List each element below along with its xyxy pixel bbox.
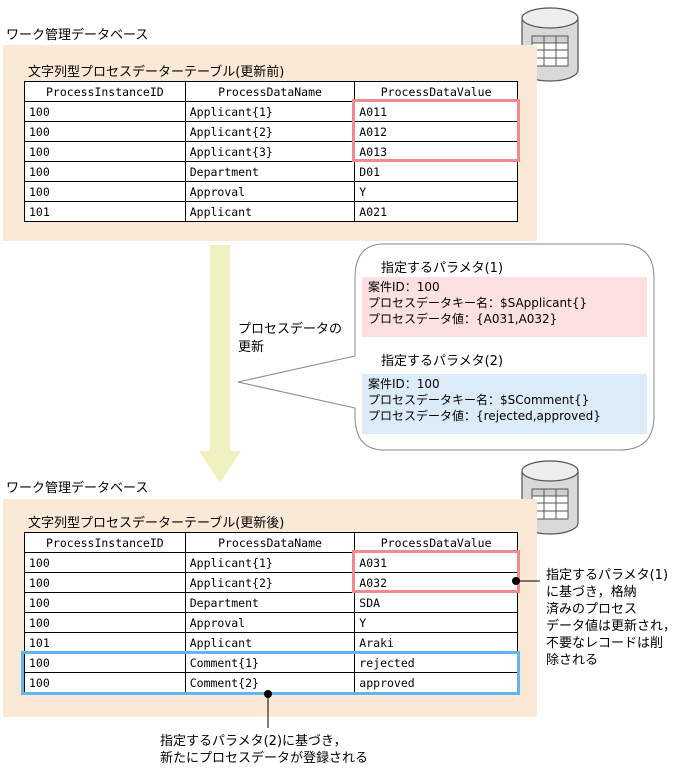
table-cell: 100 xyxy=(24,161,186,182)
updated-values-highlight xyxy=(352,550,520,593)
column-header: ProcessDataName xyxy=(184,81,356,102)
bottom-db-label: ワーク管理データベース xyxy=(6,481,149,496)
note-line: 除される xyxy=(546,653,599,668)
table-cell: Applicant xyxy=(184,201,356,222)
param2-value: プロセスデータ値：{rejected,approved} xyxy=(368,409,601,423)
table-cell: Araki xyxy=(354,632,518,653)
param1-key-name: プロセスデータキー名：$SApplicant{} xyxy=(368,296,588,310)
param2-box: 案件ID：100 プロセスデータキー名：$SComment{} プロセスデータ値… xyxy=(362,374,647,434)
top-process-data-table: ProcessInstanceID ProcessDataName Proces… xyxy=(24,81,518,222)
table-cell: Applicant{3} xyxy=(184,141,356,162)
column-header: ProcessDataName xyxy=(184,532,356,553)
note-line: に基づき，格納 xyxy=(546,585,637,600)
table-cell: Department xyxy=(184,592,356,613)
note-line: 指定するパラメタ(1) xyxy=(546,568,669,583)
bottom-table-title: 文字列型プロセスデーターテーブル(更新後) xyxy=(28,516,285,531)
column-header: ProcessInstanceID xyxy=(24,81,186,102)
update-flow-arrow xyxy=(199,245,241,483)
table-cell: 101 xyxy=(24,632,186,653)
update-explanation-note: 指定するパラメタ(1) に基づき，格納 済みのプロセス データ値は更新され， 不… xyxy=(546,567,676,669)
arrow-label-line2: 更新 xyxy=(238,340,265,355)
note-line: 指定するパラメタ(2)に基づき， xyxy=(160,734,347,749)
table-cell: Applicant{2} xyxy=(184,121,356,142)
table-cell: 100 xyxy=(24,181,186,202)
param1-heading: 指定するパラメタ(1) xyxy=(381,261,504,276)
note-line: 済みのプロセス xyxy=(546,602,638,617)
top-table-title: 文字列型プロセスデーターテーブル(更新前) xyxy=(28,65,285,80)
note-line: 新たにプロセスデータが登録される xyxy=(160,751,369,766)
table-cell: Applicant xyxy=(184,632,356,653)
table-cell: SDA xyxy=(354,592,518,613)
table-cell: 100 xyxy=(24,141,186,162)
top-db-label: ワーク管理データベース xyxy=(6,28,149,43)
table-cell: Applicant{2} xyxy=(184,572,356,593)
table-cell: 100 xyxy=(24,552,186,573)
note-line: 不要なレコードは削 xyxy=(546,636,664,651)
table-cell: Approval xyxy=(184,612,356,633)
table-header-row: ProcessInstanceID ProcessDataName Proces… xyxy=(24,81,518,102)
table-cell: Approval xyxy=(184,181,356,202)
table-cell: Applicant{1} xyxy=(184,552,356,573)
note-line: データ値は更新され， xyxy=(546,619,677,634)
table-cell: 100 xyxy=(24,592,186,613)
table-cell: 100 xyxy=(24,101,186,122)
new-records-highlight xyxy=(21,651,520,695)
table-cell: 100 xyxy=(24,612,186,633)
table-cell: D01 xyxy=(354,161,518,182)
column-header: ProcessInstanceID xyxy=(24,532,186,553)
table-cell: 100 xyxy=(24,121,186,142)
table-cell: Department xyxy=(184,161,356,182)
param2-instance-id: 案件ID：100 xyxy=(368,377,440,391)
param1-instance-id: 案件ID：100 xyxy=(368,280,440,294)
table-cell: Applicant{1} xyxy=(184,101,356,122)
param1-value: プロセスデータ値：{A031,A032} xyxy=(368,312,558,326)
bottom-database-icon xyxy=(521,460,579,535)
column-header: ProcessDataValue xyxy=(354,81,518,102)
registration-explanation-note: 指定するパラメタ(2)に基づき， 新たにプロセスデータが登録される xyxy=(160,733,368,767)
param1-box: 案件ID：100 プロセスデータキー名：$SApplicant{} プロセスデー… xyxy=(362,277,647,337)
table-header-row: ProcessInstanceID ProcessDataName Proces… xyxy=(24,532,518,553)
table-cell: 101 xyxy=(24,201,186,222)
table-cell: A021 xyxy=(354,201,518,222)
arrow-label-line1: プロセスデータの xyxy=(238,322,343,337)
param2-key-name: プロセスデータキー名：$SComment{} xyxy=(368,393,590,407)
table-cell: Y xyxy=(354,181,518,202)
param2-heading: 指定するパラメタ(2) xyxy=(381,354,504,369)
updated-values-highlight xyxy=(352,99,520,162)
table-cell: 100 xyxy=(24,572,186,593)
table-cell: Y xyxy=(354,612,518,633)
bottom-process-data-table: ProcessInstanceID ProcessDataName Proces… xyxy=(24,532,518,693)
